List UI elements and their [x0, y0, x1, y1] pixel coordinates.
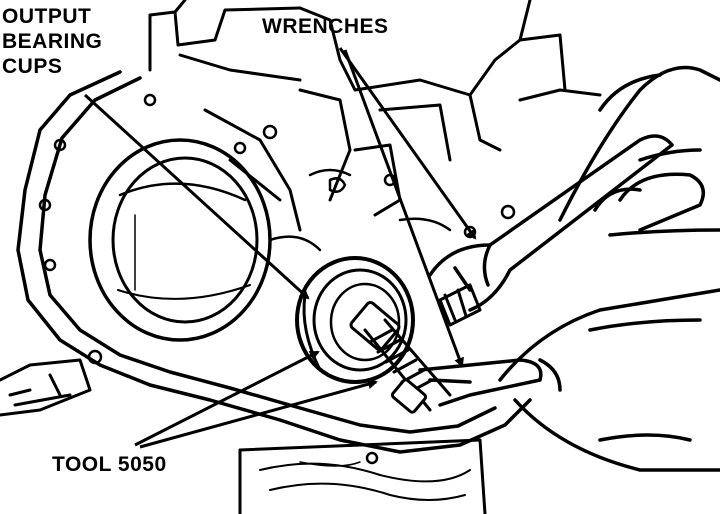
arrow-wrench-lower [343, 49, 464, 368]
arrow-wrench-upper [338, 47, 477, 240]
lower-wrench [418, 358, 543, 407]
shaft-nut [438, 283, 482, 327]
casting-ribs [268, 168, 452, 252]
label-line: BEARING [2, 30, 103, 53]
output-bearing-cups-label: OUTPUT BEARING CUPS [2, 4, 102, 79]
label-line: CUPS [2, 55, 63, 78]
upper-wrench [428, 134, 674, 312]
tool-5050-rod [349, 301, 452, 414]
output-bearing-assembly [295, 256, 415, 384]
upper-hand [558, 65, 720, 237]
label-line: OUTPUT [2, 5, 92, 28]
case-housing [148, 0, 602, 232]
arrow-tool-cup [134, 350, 320, 447]
wood-block [238, 438, 487, 514]
tool-label: TOOL 5050 [52, 453, 167, 476]
left-bracket [0, 358, 92, 417]
wrenches-label: WRENCHES [262, 15, 389, 38]
lower-hand [498, 288, 720, 472]
arrow-tool-rod [139, 379, 378, 449]
arrow-bearing-cups [83, 93, 310, 300]
callout-arrows [83, 47, 477, 449]
case-flange [16, 70, 532, 454]
